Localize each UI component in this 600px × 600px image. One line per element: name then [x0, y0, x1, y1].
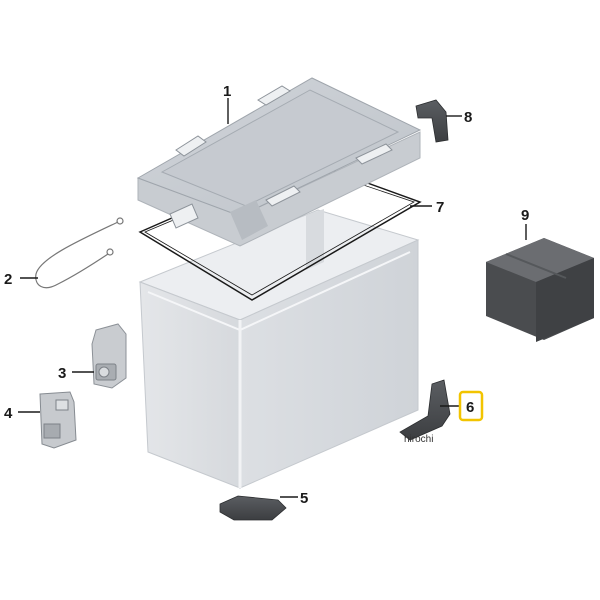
case-body	[138, 209, 420, 489]
lanyard-cable	[35, 217, 124, 289]
callout-3: 3	[58, 365, 66, 382]
corner-pad-bottom	[219, 495, 287, 521]
latch	[39, 391, 77, 449]
callout-7: 7	[436, 199, 444, 216]
lock-bracket	[91, 323, 127, 389]
callouts: 1 2 3 4 5 6 7 8 9	[4, 83, 529, 507]
callout-1: 1	[223, 83, 231, 100]
callout-6-highlight	[458, 390, 484, 422]
lid	[136, 77, 422, 247]
callout-4: 4	[4, 405, 13, 422]
callout-2: 2	[4, 271, 12, 288]
leader-lines	[18, 98, 527, 498]
callout-5: 5	[300, 490, 308, 507]
corner-pad-top	[415, 99, 449, 143]
watermark: hirochi	[404, 434, 433, 445]
corner-pad-side	[399, 379, 451, 441]
insert-block	[486, 238, 594, 342]
callout-8: 8	[464, 109, 472, 126]
callout-9: 9	[521, 207, 529, 224]
handle-icon	[169, 85, 393, 229]
callout-6: 6	[466, 399, 474, 416]
